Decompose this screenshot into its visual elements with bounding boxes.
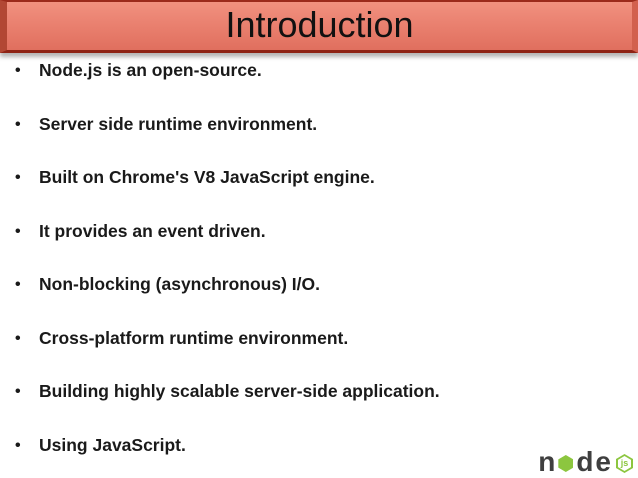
bullet-list: • Node.js is an open-source. • Server si… — [12, 60, 632, 478]
bullet-marker: • — [15, 169, 21, 186]
logo-letter-d: d — [576, 446, 594, 477]
bullet-text: Node.js is an open-source. — [39, 60, 262, 80]
bullet-text: It provides an event driven. — [39, 220, 266, 241]
node-hexagon-icon — [558, 455, 574, 472]
bullet-text: Building highly scalable server-side app… — [39, 381, 440, 401]
bullet-item: • Cross-platform runtime environment. — [12, 328, 632, 349]
slide-title: Introduction — [225, 3, 414, 45]
bullet-text: Cross-platform runtime environment. — [39, 327, 349, 348]
bullet-marker: • — [15, 329, 21, 347]
bullet-text: Using JavaScript. — [39, 434, 186, 455]
bullet-item: • Non-blocking (asynchronous) I/O. — [12, 274, 632, 295]
bullet-text: Non-blocking (asynchronous) I/O. — [39, 274, 320, 294]
bullet-item: • It provides an event driven. — [12, 221, 632, 242]
bullet-marker: • — [15, 383, 21, 400]
bullet-marker: • — [15, 276, 21, 293]
bullet-text: Built on Chrome's V8 JavaScript engine. — [39, 167, 375, 187]
js-hexagon-badge-icon: js — [616, 454, 633, 473]
bullet-text: Server side runtime environment. — [39, 113, 318, 134]
js-badge-text: js — [620, 458, 629, 468]
bullet-item: • Node.js is an open-source. — [12, 60, 632, 81]
bullet-item: • Built on Chrome's V8 JavaScript engine… — [12, 167, 632, 188]
bullet-item: • Server side runtime environment. — [12, 114, 632, 135]
bullet-marker: • — [15, 222, 21, 240]
logo-letter-n: n — [538, 446, 556, 477]
bullet-marker: • — [15, 436, 21, 454]
logo-letter-e: e — [595, 446, 611, 477]
bullet-marker: • — [15, 62, 21, 79]
nodejs-logo: n d e js — [538, 443, 633, 477]
bullet-item: • Using JavaScript. — [12, 435, 632, 456]
bullet-marker: • — [15, 115, 21, 133]
bullet-item: • Building highly scalable server-side a… — [12, 381, 632, 402]
title-banner: Introduction — [0, 0, 638, 53]
